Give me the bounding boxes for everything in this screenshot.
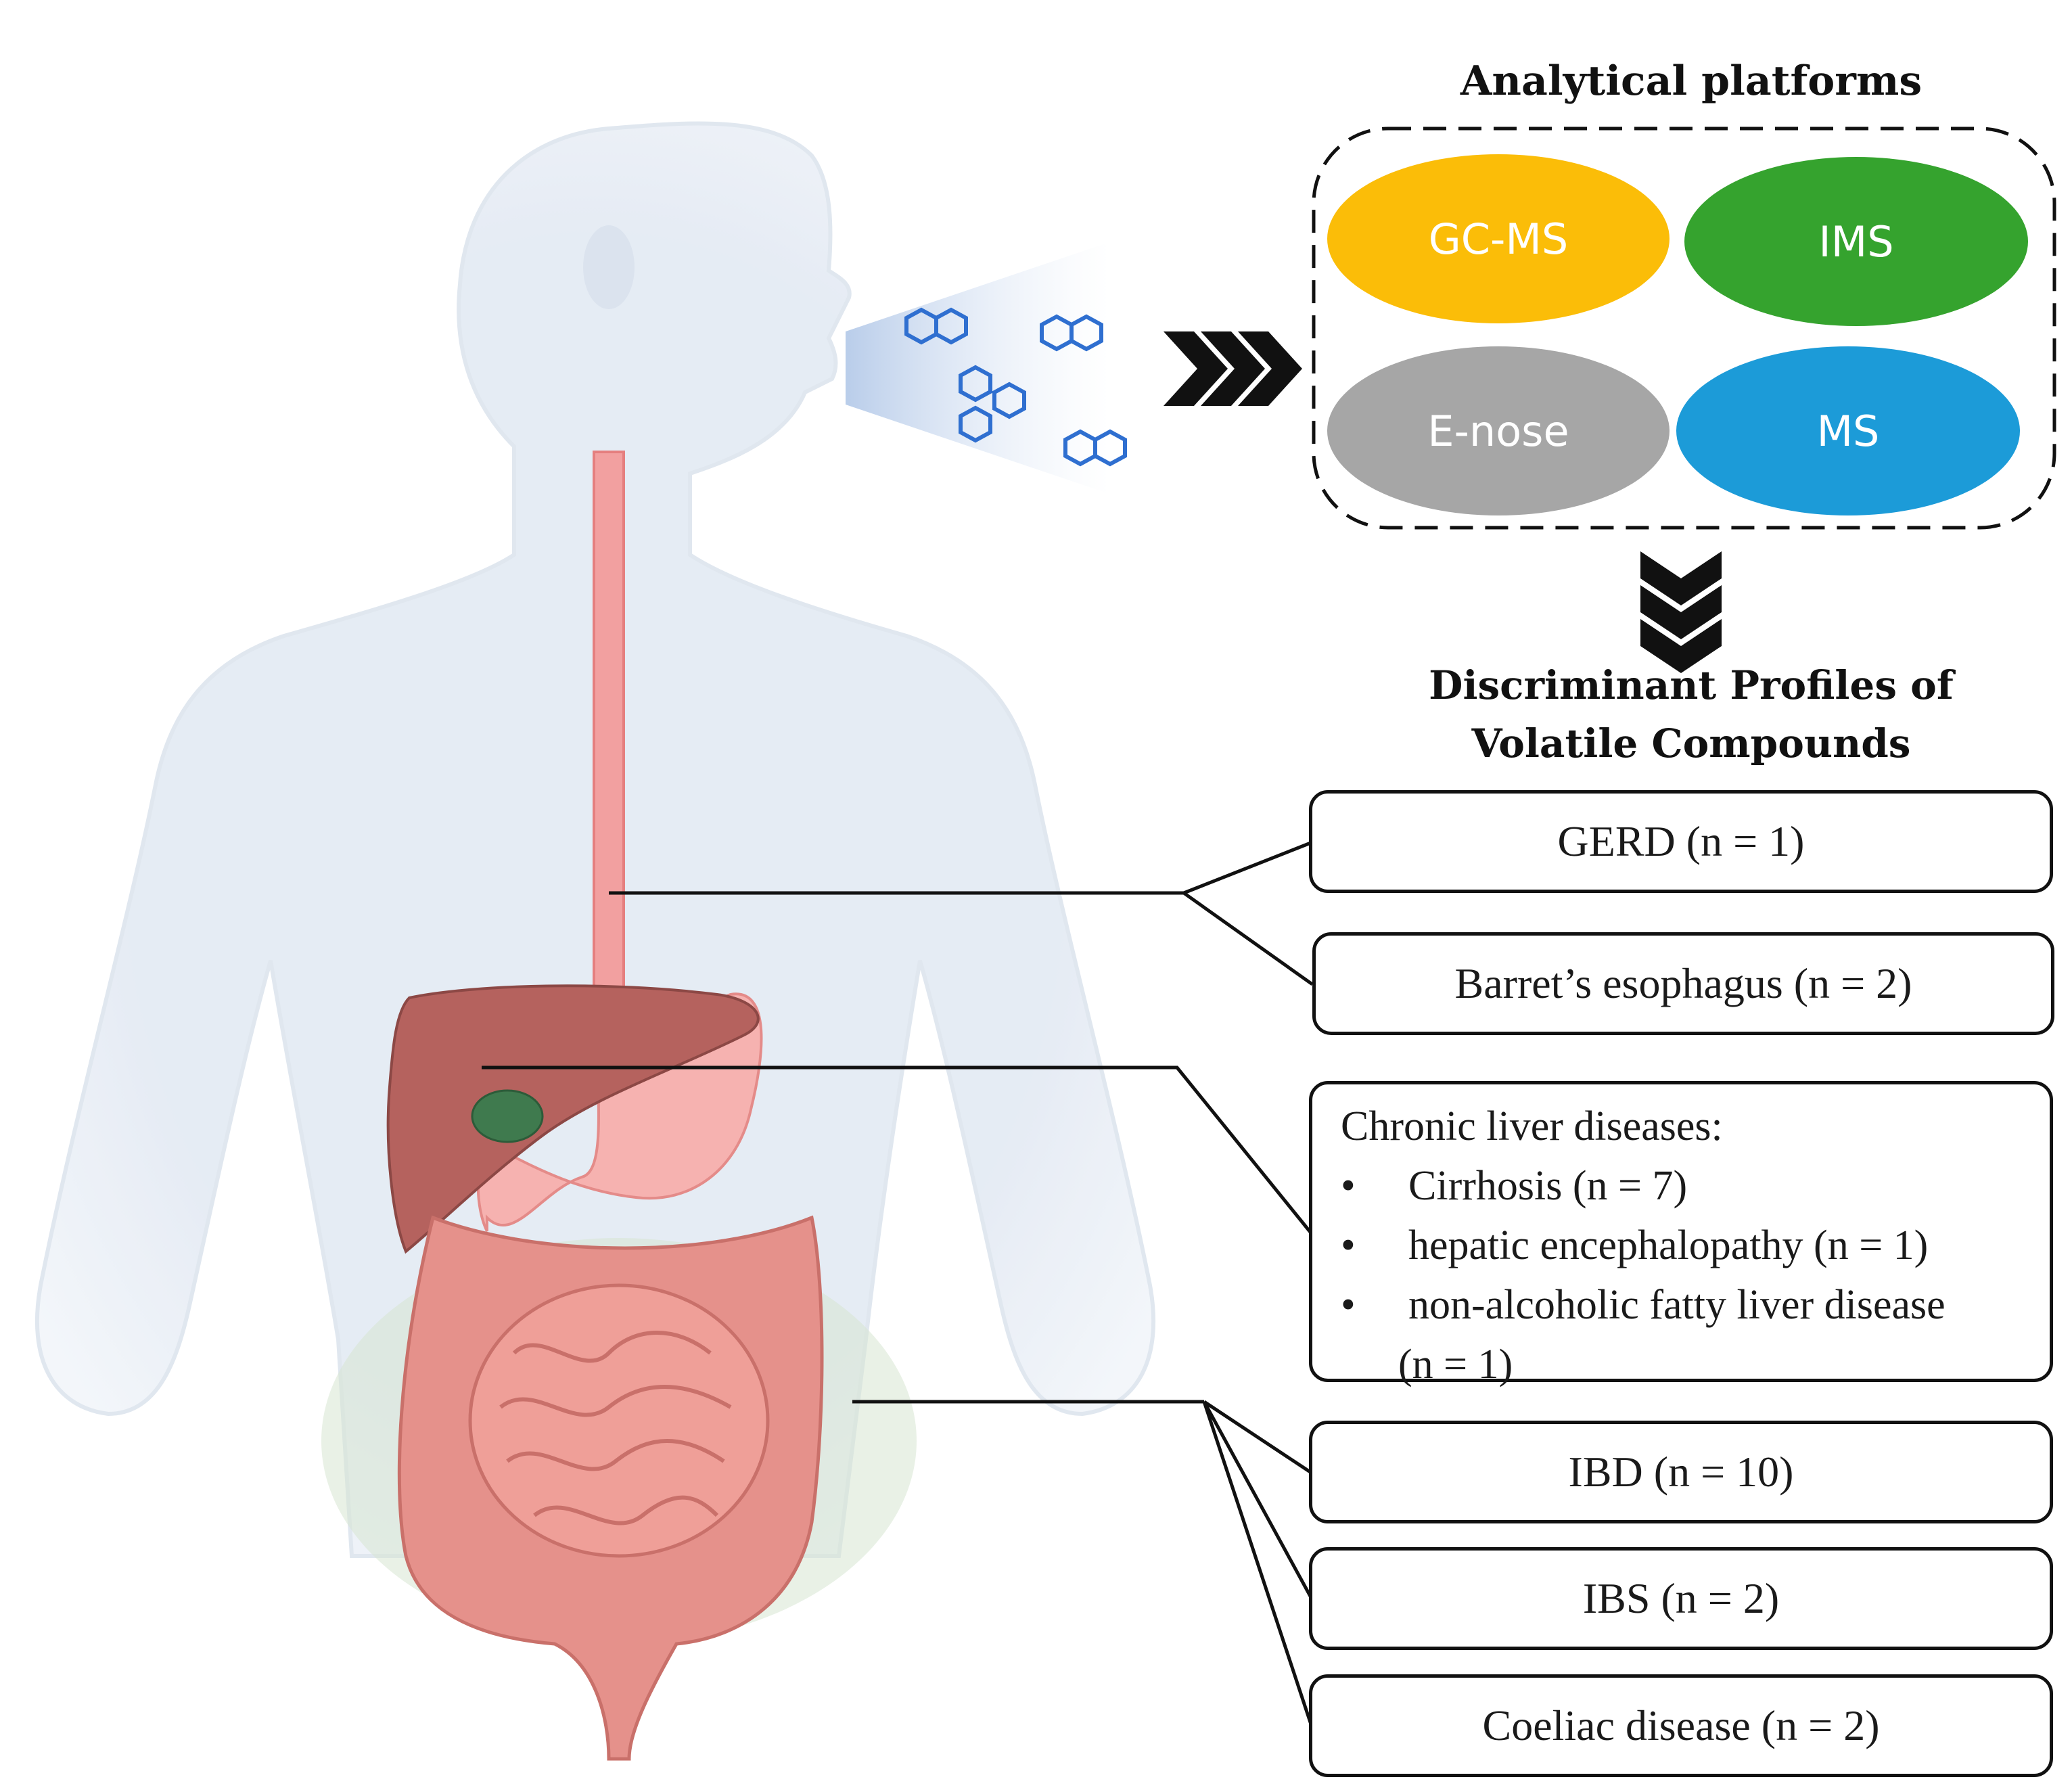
platform-e-nose: E-nose — [1327, 346, 1670, 515]
liver — [386, 984, 760, 1254]
platform-gc-ms: GC-MS — [1327, 154, 1670, 323]
platform-label: MS — [1816, 406, 1880, 456]
liver-item-nafld: non-alcoholic fatty liver disease — [1341, 1275, 2050, 1335]
ear — [583, 225, 635, 309]
molecule-icons — [904, 307, 1127, 467]
connector-esophagus — [609, 840, 1314, 986]
small-intestine — [468, 1283, 770, 1558]
disease-box-gerd: GERD (n = 1) — [1309, 790, 2053, 893]
liver-heading: Chronic liver diseases: — [1341, 1103, 1723, 1149]
platform-label: GC-MS — [1428, 214, 1569, 264]
profiles-title: Discriminant Profiles of Volatile Compou… — [1353, 656, 2029, 773]
connector-liver — [482, 1065, 1314, 1236]
disease-box-ibd: IBD (n = 10) — [1309, 1421, 2053, 1523]
liver-item-cirrhosis: Cirrhosis (n = 7) — [1341, 1156, 2050, 1216]
liver-item-hepatic-encephalopathy: hepatic encephalopathy (n = 1) — [1341, 1216, 2050, 1275]
liver-item-nafld-count: (n = 1) — [1398, 1341, 1513, 1387]
platform-label: E-nose — [1427, 406, 1569, 456]
platforms-frame — [1312, 127, 2056, 530]
platform-ims: IMS — [1684, 157, 2028, 326]
platform-ms: MS — [1676, 346, 2020, 515]
disease-box-coeliac: Coeliac disease (n = 2) — [1309, 1674, 2053, 1777]
connector-intestine — [852, 1400, 1314, 1729]
platforms-title: Analytical platforms — [1460, 58, 1923, 105]
intestine-loops — [499, 1331, 732, 1525]
arrow-right-icon — [1164, 331, 1302, 406]
profiles-title-line1: Discriminant Profiles of — [1429, 662, 1954, 708]
arrow-down-icon — [1640, 551, 1722, 673]
disease-box-liver: Chronic liver diseases: Cirrhosis (n = 7… — [1309, 1081, 2053, 1387]
disease-box-barrett: Barret’s esophagus (n = 2) — [1312, 932, 2054, 1035]
disease-box-ibs: IBS (n = 2) — [1309, 1547, 2053, 1650]
platform-label: IMS — [1818, 216, 1894, 267]
gallbladder — [471, 1089, 544, 1143]
profiles-title-line2: Volatile Compounds — [1471, 720, 1911, 766]
esophagus — [593, 451, 625, 994]
